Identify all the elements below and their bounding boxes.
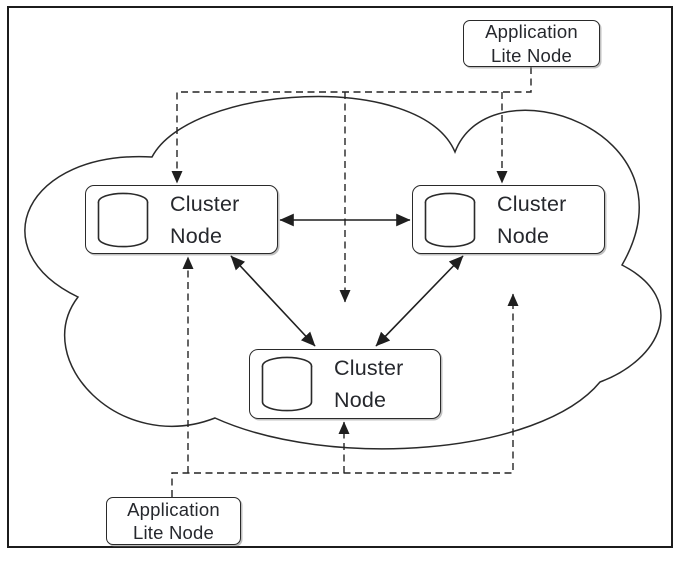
application-lite-node-label: Application Lite Node <box>485 21 578 66</box>
database-icon <box>424 192 476 247</box>
cluster-node-label: Cluster Node <box>334 356 404 412</box>
cluster-node-right: Cluster Node <box>412 185 605 254</box>
application-lite-node-top: Application Lite Node <box>463 20 600 67</box>
application-lite-node-bottom: Application Lite Node <box>106 497 241 545</box>
application-lite-node-label: Application Lite Node <box>127 498 220 544</box>
cloud-outline <box>24 95 662 450</box>
database-icon <box>261 356 313 412</box>
cluster-node-left: Cluster Node <box>85 185 278 254</box>
dashed-connector-top-main <box>171 67 532 184</box>
solid-arrow-right-bottom <box>375 255 464 347</box>
cluster-node-bottom: Cluster Node <box>249 349 441 419</box>
solid-arrow-left-bottom <box>230 255 316 347</box>
cluster-node-label: Cluster Node <box>497 191 567 248</box>
database-icon <box>97 192 149 247</box>
cluster-node-label: Cluster Node <box>170 191 240 248</box>
dashed-connector-bottom-main <box>171 293 519 497</box>
